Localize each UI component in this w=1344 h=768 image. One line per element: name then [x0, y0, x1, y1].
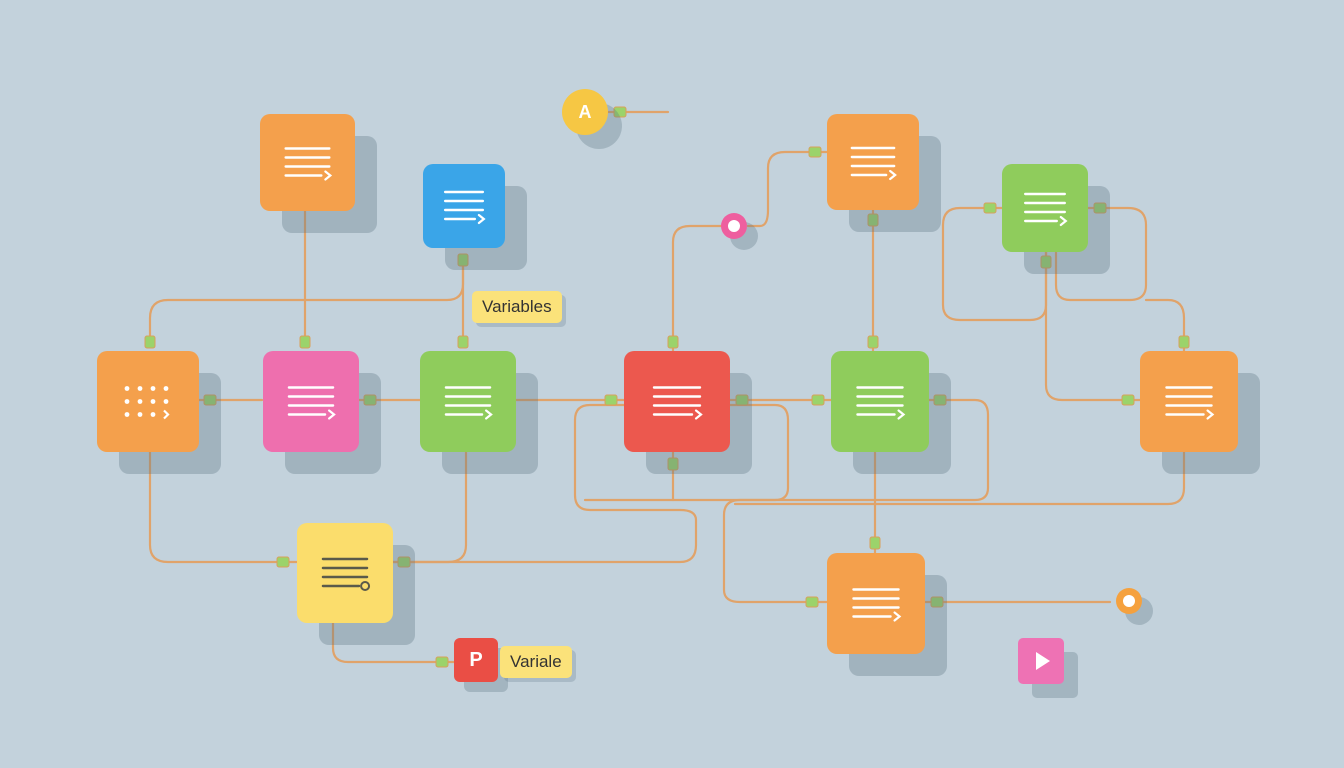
wire-2	[148, 256, 465, 337]
port-1[interactable]	[144, 335, 156, 349]
ports-layer	[144, 106, 1190, 668]
port-2[interactable]	[299, 335, 311, 349]
port-11[interactable]	[276, 556, 290, 568]
port-10[interactable]	[933, 394, 947, 406]
port-17[interactable]	[808, 146, 822, 158]
lines-arrow-icon	[287, 386, 336, 420]
wire-8	[148, 450, 299, 564]
play-icon	[1036, 652, 1050, 670]
start-badge-icon[interactable]: A	[562, 89, 608, 135]
port-6[interactable]	[363, 394, 377, 406]
port-4[interactable]	[457, 253, 469, 267]
lines-arrow-icon	[850, 146, 897, 181]
port-20[interactable]	[930, 596, 944, 608]
lines-arrow-icon	[443, 190, 486, 225]
lines-arrow-icon	[284, 147, 333, 181]
node-n7[interactable]	[624, 351, 730, 452]
junction-ring-icon-center	[728, 220, 740, 232]
port-18[interactable]	[869, 536, 881, 550]
port-24[interactable]	[1178, 335, 1190, 349]
port-19[interactable]	[805, 596, 819, 608]
node-n4[interactable]	[263, 351, 359, 452]
wire-13	[722, 398, 990, 604]
variables-label[interactable]: Variables	[472, 291, 562, 323]
port-7[interactable]	[604, 394, 618, 406]
lines-arrow-icon	[652, 386, 703, 420]
lines-arrow-icon	[444, 386, 493, 420]
node-n9[interactable]	[831, 351, 929, 452]
dots-grid-icon	[124, 386, 170, 420]
wire-17	[746, 150, 829, 228]
node-n3[interactable]	[97, 351, 199, 452]
p-block[interactable]: P	[454, 638, 498, 682]
wire-25	[331, 621, 456, 664]
port-15[interactable]	[867, 335, 879, 349]
node-n11[interactable]	[1140, 351, 1238, 452]
wire-22	[1144, 298, 1186, 353]
port-5[interactable]	[203, 394, 217, 406]
node-n1[interactable]	[260, 114, 355, 211]
lines-circle-icon	[321, 557, 371, 591]
port-9[interactable]	[811, 394, 825, 406]
port-21[interactable]	[983, 202, 997, 214]
port-13[interactable]	[667, 457, 679, 471]
port-16[interactable]	[867, 213, 879, 227]
port-27[interactable]	[435, 656, 449, 668]
node-n12[interactable]	[827, 553, 925, 654]
wire-19	[941, 206, 1048, 322]
node-n10[interactable]	[1002, 164, 1088, 252]
wire-21	[1054, 206, 1148, 302]
node-n8[interactable]	[827, 114, 919, 210]
port-8[interactable]	[735, 394, 749, 406]
play-button[interactable]	[1018, 638, 1064, 684]
port-22[interactable]	[1093, 202, 1107, 214]
port-14[interactable]	[667, 335, 679, 349]
port-26[interactable]	[613, 106, 627, 118]
node-n2[interactable]	[423, 164, 505, 248]
variale-label[interactable]: Variale	[500, 646, 572, 678]
node-n5[interactable]	[420, 351, 516, 452]
lines-arrow-icon	[1165, 386, 1215, 420]
wire-20	[1044, 250, 1142, 402]
port-23[interactable]	[1040, 255, 1052, 269]
lines-arrow-icon	[1024, 192, 1068, 227]
port-3[interactable]	[457, 335, 469, 349]
wire-23	[733, 450, 1186, 506]
wire-9	[391, 450, 468, 564]
port-25[interactable]	[1121, 394, 1135, 406]
wire-16	[671, 224, 724, 353]
end-ring-icon-center	[1123, 595, 1135, 607]
wire-10	[391, 403, 698, 564]
node-n6[interactable]	[297, 523, 393, 623]
wires-layer	[148, 110, 1186, 664]
port-12[interactable]	[397, 556, 411, 568]
lines-arrow-icon	[856, 386, 906, 420]
lines-arrow-icon	[852, 588, 902, 622]
